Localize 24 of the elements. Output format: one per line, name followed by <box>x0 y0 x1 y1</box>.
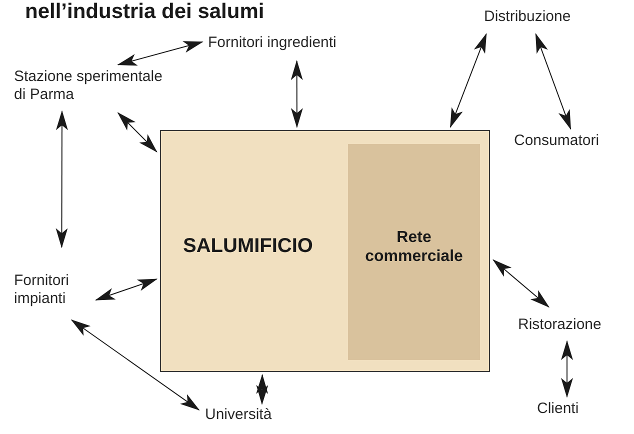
arrow <box>535 33 572 130</box>
node-label: Ristorazione <box>518 316 632 338</box>
arrow <box>70 319 200 411</box>
node-label: Fornitori impianti <box>14 272 104 312</box>
node-label: Università <box>205 406 305 428</box>
arrow <box>492 259 550 308</box>
arrow <box>256 374 268 406</box>
arrow <box>56 110 68 248</box>
node-label: Fornitori ingredienti <box>208 34 393 56</box>
arrow <box>94 278 158 300</box>
arrow <box>117 112 158 152</box>
node-label: Consumatori <box>514 132 632 154</box>
company-box <box>160 130 490 372</box>
panel-title: Rete commerciale <box>364 228 464 266</box>
company-name: SALUMIFICIO <box>183 237 313 255</box>
node-label: Stazione sperimentale di Parma <box>14 68 174 108</box>
title: nell’industria dei salumi <box>25 0 264 24</box>
arrow <box>561 340 574 398</box>
sales-network-panel <box>348 144 480 360</box>
node-label: Distribuzione <box>484 8 599 30</box>
arrow <box>290 60 303 128</box>
arrow <box>117 41 204 66</box>
node-label: Clienti <box>537 400 597 422</box>
arrow <box>450 33 487 128</box>
